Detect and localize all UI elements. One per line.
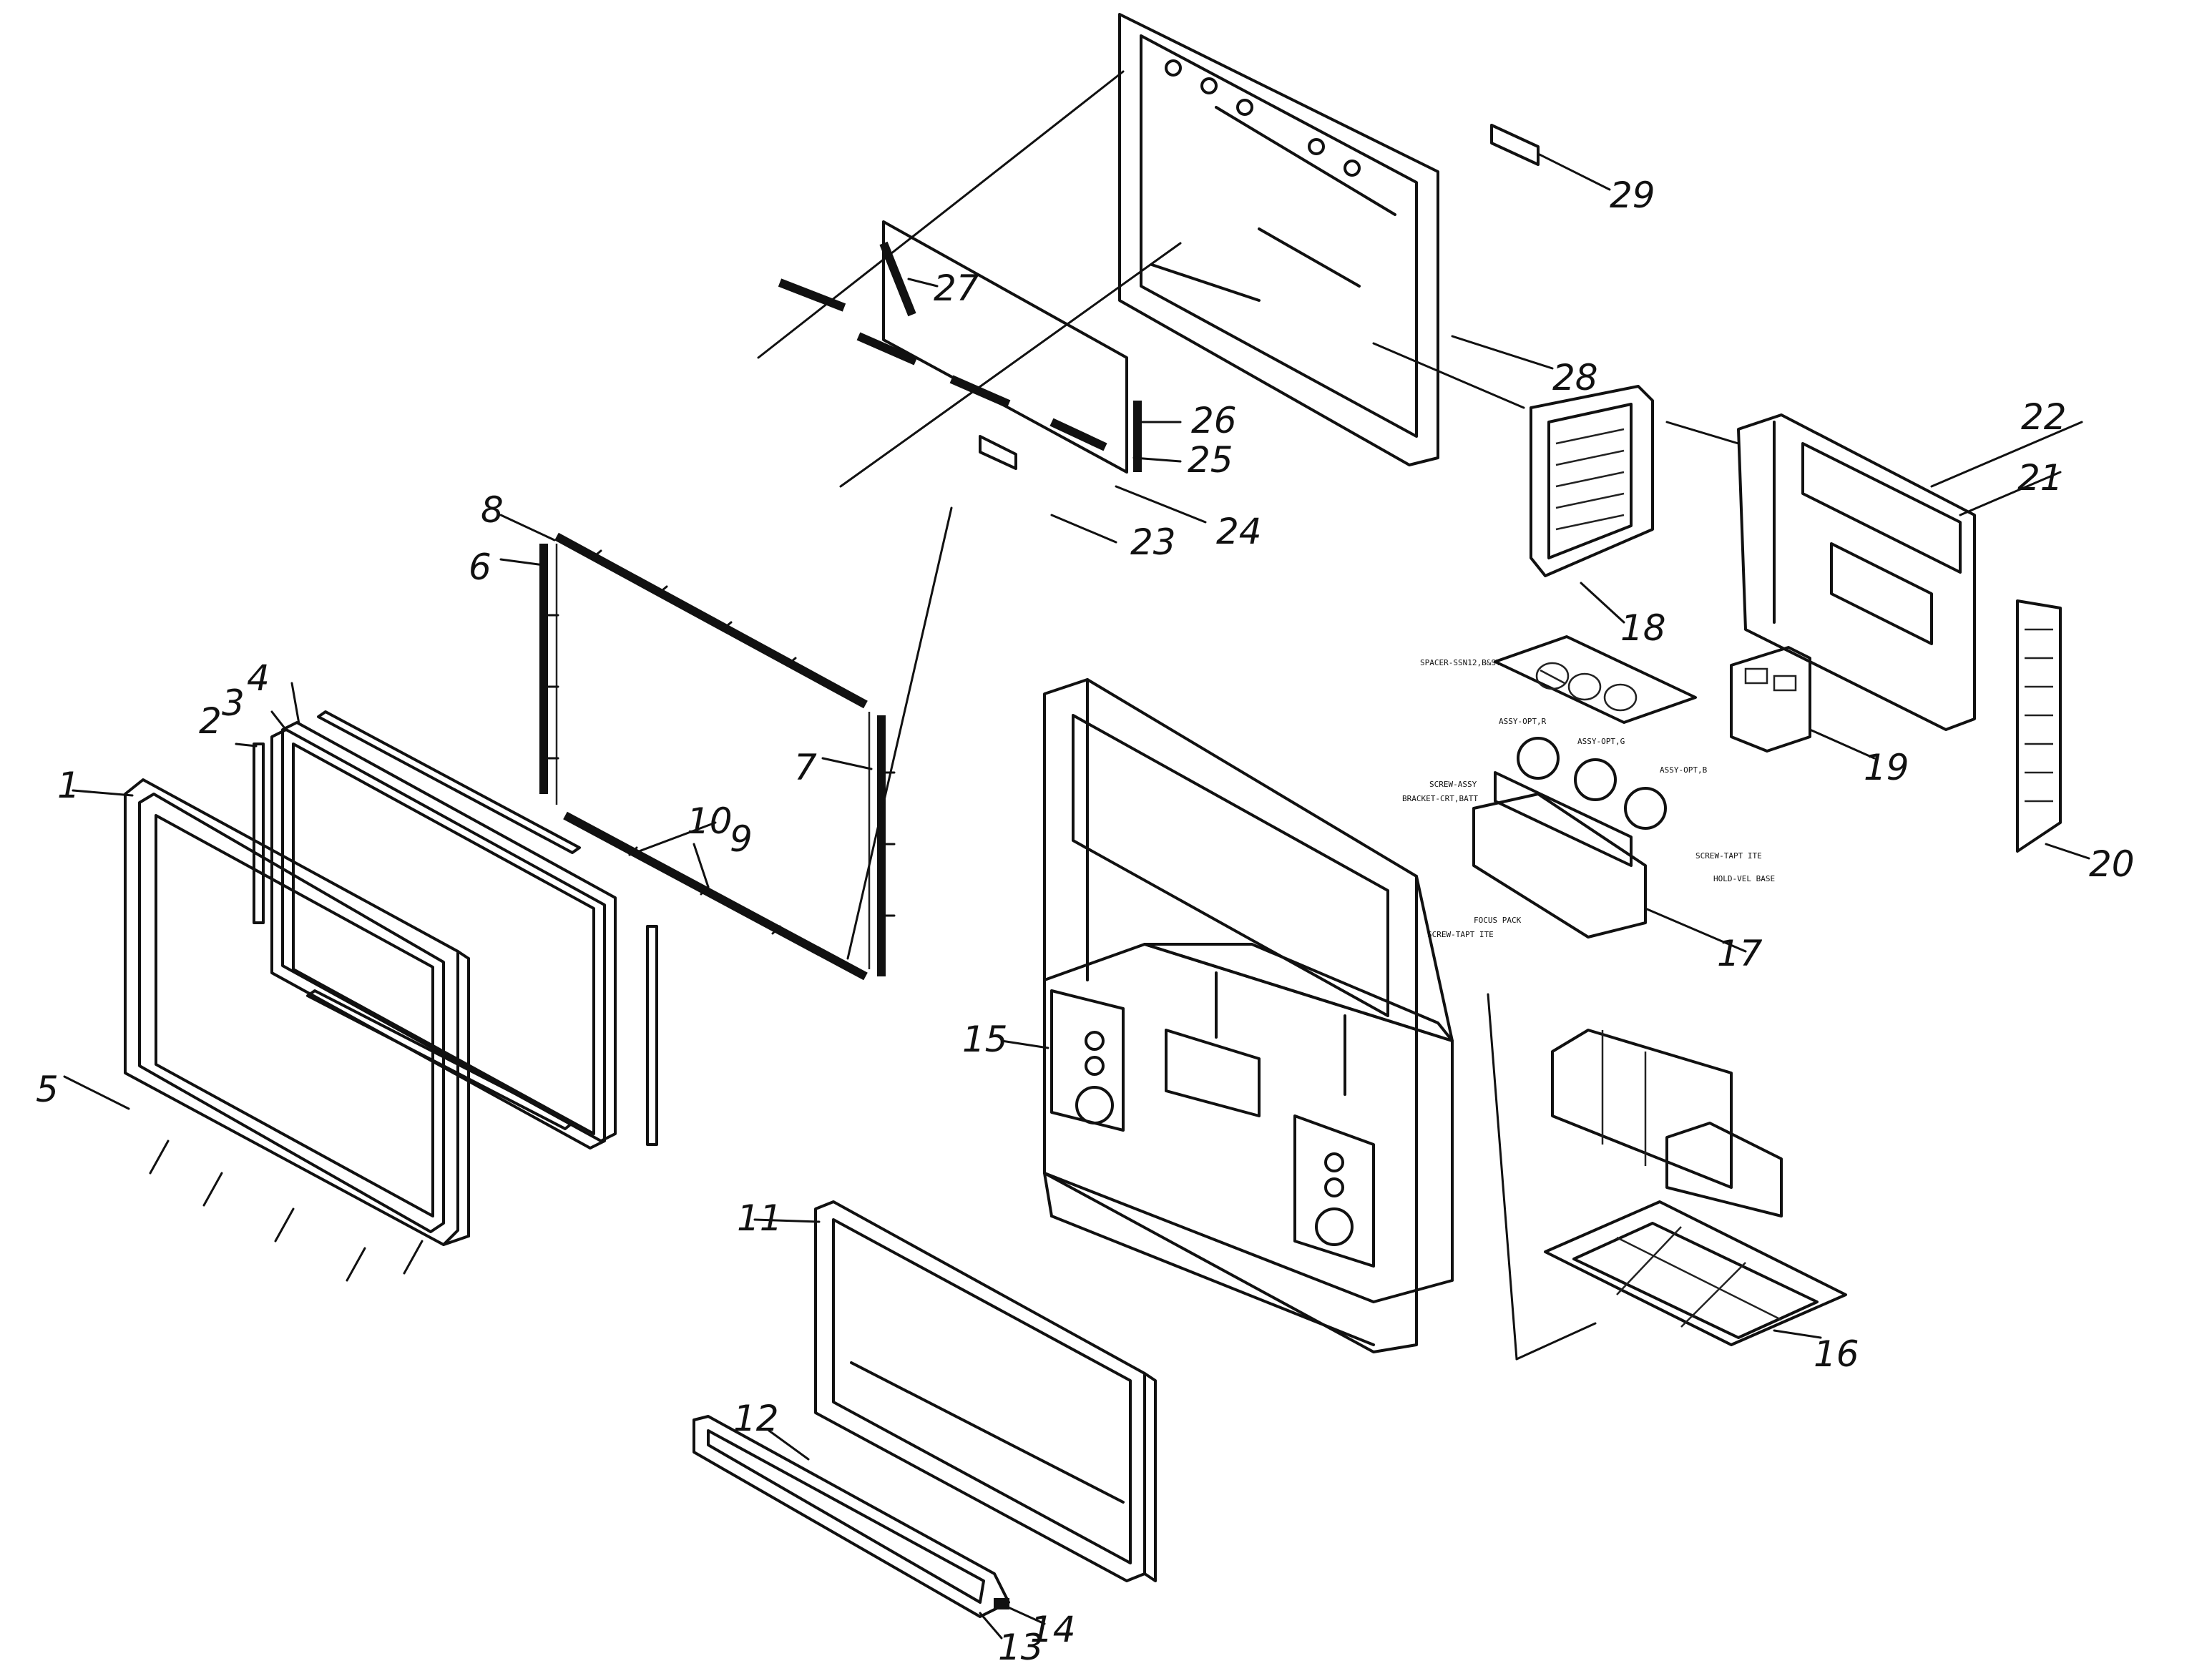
label-screw-tapt-right: SCREW-TAPT ITE (1695, 851, 1762, 861)
screen-panel-assembly (253, 710, 658, 1150)
callout-18: 18 (1620, 607, 1666, 649)
callout-7: 7 (794, 747, 817, 788)
screen-frame (539, 532, 896, 981)
lower-front-frame (814, 1200, 1157, 1582)
callout-21: 21 (2017, 457, 2063, 499)
callout-1: 1 (57, 765, 80, 806)
rear-cover (1737, 413, 1976, 731)
callout-11: 11 (737, 1197, 783, 1239)
callout-4: 4 (247, 657, 270, 699)
callout-16: 16 (1814, 1333, 1859, 1375)
callout-10: 10 (687, 800, 733, 842)
callout-17: 17 (1717, 933, 1763, 974)
label-hold-assy: HOLD-VEL BASE (1713, 874, 1775, 883)
label-screw-tapt-left: SCREW-TAPT ITE (1427, 930, 1494, 939)
label-assy-b: ASSY-OPT,B (1660, 765, 1708, 775)
callout-9: 9 (730, 818, 753, 860)
speaker-bar (693, 1415, 1010, 1618)
callout-27: 27 (934, 268, 979, 309)
callout-2: 2 (199, 700, 222, 742)
side-vent-panel (1530, 385, 1654, 577)
callout-25: 25 (1188, 439, 1233, 481)
callout-24: 24 (1216, 511, 1262, 552)
callout-28: 28 (1552, 357, 1598, 398)
callout-8: 8 (481, 489, 504, 531)
rear-panel-board (778, 220, 1142, 474)
label-spacer: SPACER-SSN12,B&ST (1420, 658, 1501, 667)
callout-3: 3 (222, 682, 245, 724)
label-bracket-crt: BRACKET-CRT,BATT (1402, 794, 1478, 803)
callout-19: 19 (1864, 747, 1909, 788)
callout-23: 23 (1130, 521, 1176, 563)
label-assy-g: ASSY-OPT,G (1577, 737, 1625, 746)
label-screw-assy: SCREW-ASSY (1429, 780, 1477, 789)
optical-engine-assembly: SPACER-SSN12,B&ST ASSY-OPT,R ASSY-OPT,G … (1402, 635, 1775, 939)
control-module (1730, 646, 1811, 753)
label-focus-pack: FOCUS PACK (1474, 916, 1522, 925)
chassis-board (1544, 1029, 1847, 1346)
callout-20: 20 (2089, 843, 2135, 885)
leader-lines (63, 70, 2090, 1640)
callout-5: 5 (36, 1069, 59, 1110)
rear-back-frame (1118, 13, 1540, 466)
callout-29: 29 (1610, 175, 1655, 216)
callout-6: 6 (469, 547, 491, 588)
callout-14: 14 (1030, 1609, 1076, 1650)
main-cabinet (1043, 678, 1454, 1353)
callout-22: 22 (2021, 396, 2067, 438)
label-assy-r: ASSY-OPT,R (1499, 717, 1547, 726)
callout-numbers: 1 2 3 4 5 6 7 8 9 10 11 12 13 14 15 16 1… (36, 175, 2135, 1668)
callout-13: 13 (998, 1627, 1044, 1668)
heatsink-grille (2016, 599, 2062, 853)
front-bezel-frame (124, 778, 470, 1282)
callout-15: 15 (962, 1019, 1008, 1060)
callout-12: 12 (733, 1398, 779, 1439)
callout-26: 26 (1191, 400, 1237, 441)
